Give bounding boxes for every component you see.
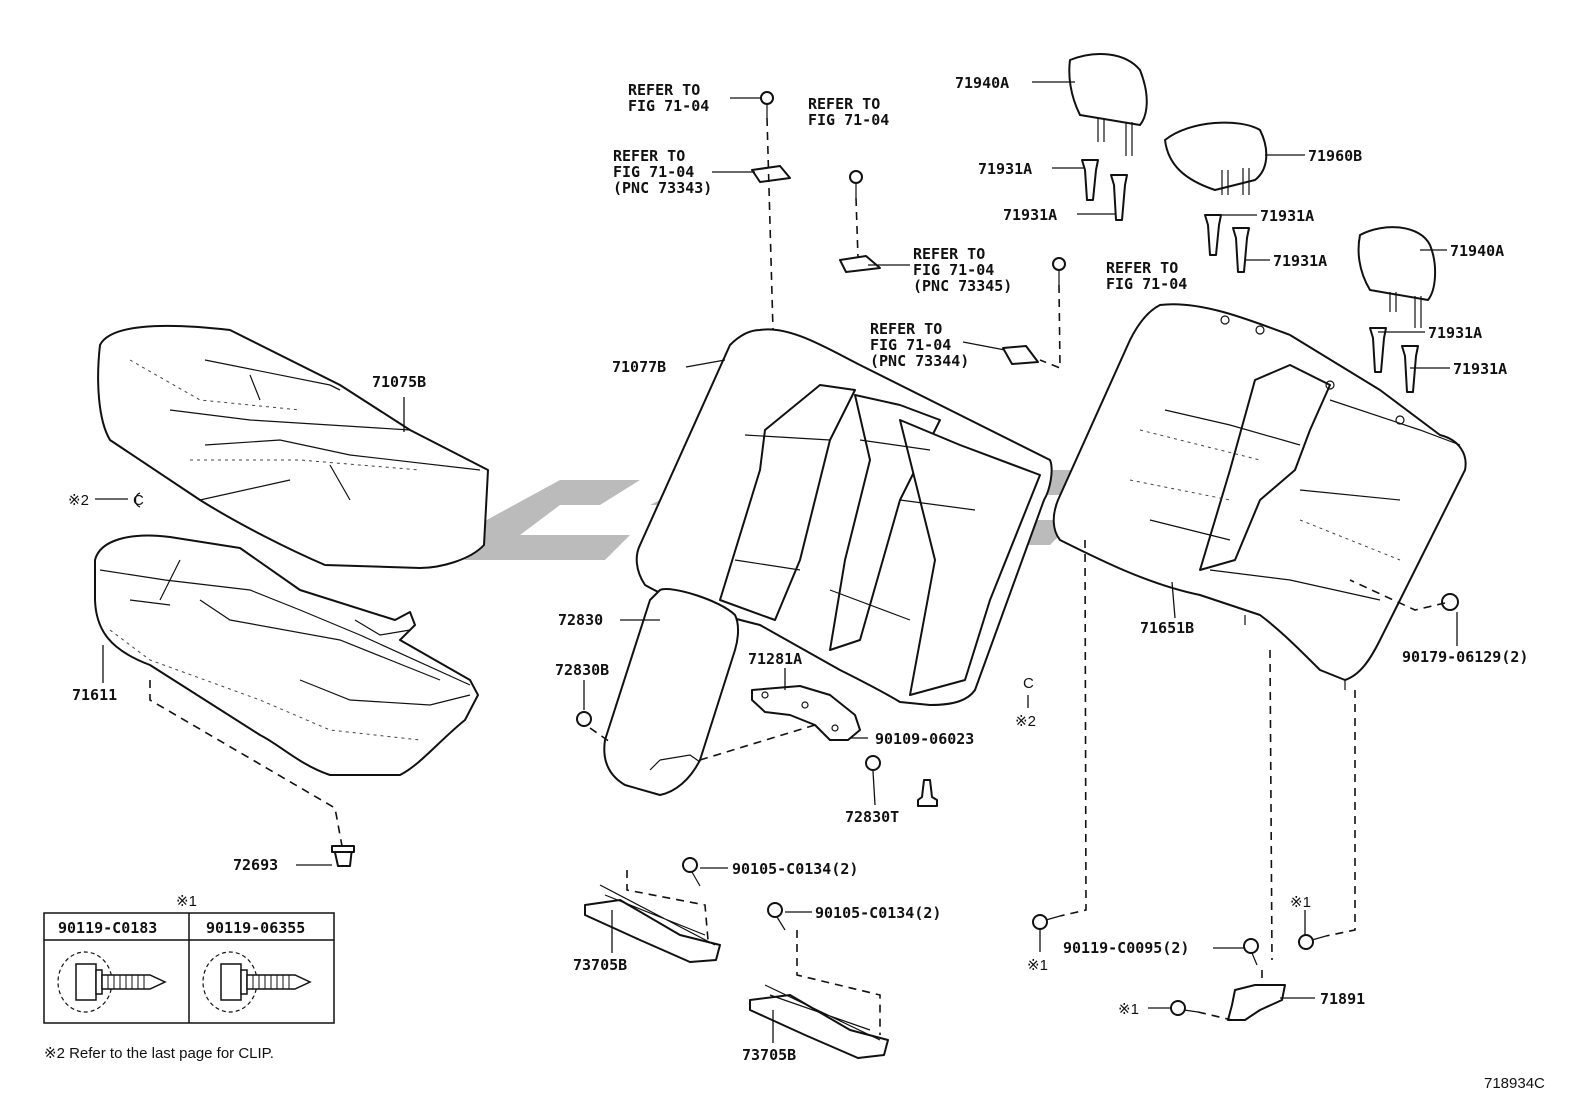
label-71931A-2: 71931A	[1003, 206, 1057, 224]
refer-2-line3: (PNC 73343)	[613, 179, 712, 197]
mark-1-c: ※1	[1118, 1001, 1139, 1018]
refer-4-line2: FIG 71-04	[913, 261, 994, 279]
flange-bolt-icon-1	[57, 951, 167, 1013]
assembly-lines	[149, 117, 1446, 1035]
label-71891: 71891	[1320, 990, 1365, 1008]
clip-symbol	[134, 492, 141, 508]
label-73705B-2: 73705B	[742, 1046, 796, 1064]
refer-3-line2: FIG 71-04	[808, 111, 889, 129]
legend-col2: 90119-06355	[206, 919, 305, 937]
mark-2-mid: ※2	[1015, 713, 1036, 730]
refer-6-line3: (PNC 73344)	[870, 352, 969, 370]
label-90179-06129: 90179-06129(2)	[1402, 648, 1528, 666]
figure-id: 718934C	[1484, 1075, 1545, 1092]
label-71940A-left: 71940A	[955, 74, 1009, 92]
refer-6-line1: REFER TO	[870, 320, 942, 338]
label-71281A: 71281A	[748, 650, 802, 668]
leader-lines	[95, 81, 1458, 1043]
label-71940A-right: 71940A	[1450, 242, 1504, 260]
seatback-frame	[1052, 303, 1467, 690]
mark-1-a: ※1	[1027, 957, 1048, 974]
label-72830B: 72830B	[555, 661, 609, 679]
striker-71891	[1227, 984, 1286, 1021]
seat-cushion-pad	[94, 534, 479, 776]
refer-labels: REFER TO FIG 71-04 REFER TO FIG 71-04 (P…	[613, 81, 1187, 370]
label-73705B-1: 73705B	[573, 956, 627, 974]
mark-2-top: ※2	[68, 492, 89, 509]
refer-4-line3: (PNC 73345)	[913, 277, 1012, 295]
label-71931A-4: 71931A	[1273, 252, 1327, 270]
bolt-legend-table: ※1 90119-C0183 90119-06355	[43, 893, 335, 1024]
belt-anchor-set	[751, 165, 1039, 365]
refer-2-line1: REFER TO	[613, 147, 685, 165]
refer-2-line2: FIG 71-04	[613, 163, 694, 181]
refer-5-line1: REFER TO	[1106, 259, 1178, 277]
refer-4-line1: REFER TO	[913, 245, 985, 263]
footnote: ※2 Refer to the last page for CLIP.	[44, 1045, 274, 1062]
clip-c-1: C	[133, 492, 144, 509]
refer-5-line2: FIG 71-04	[1106, 275, 1187, 293]
label-71931A-5: 71931A	[1428, 324, 1482, 342]
seat-cushion-cover	[97, 324, 489, 569]
label-71075B: 71075B	[372, 373, 426, 391]
armrest-hinge-bracket	[751, 685, 861, 741]
label-90109-06023: 90109-06023	[875, 730, 974, 748]
part-labels: 71940A 71960B 71931A 71931A 71931A 71931…	[72, 74, 1528, 1064]
label-71960B: 71960B	[1308, 147, 1362, 165]
label-71931A-6: 71931A	[1453, 360, 1507, 378]
headrest-support-set	[1081, 159, 1419, 393]
flange-bolt-icon-2	[202, 951, 312, 1013]
mark-1-b: ※1	[1290, 894, 1311, 911]
headrest-left	[1068, 53, 1148, 156]
refer-3-line1: REFER TO	[808, 95, 880, 113]
label-71931A-1: 71931A	[978, 160, 1032, 178]
reference-marks: ※2 C C ※2 ※1 ※1 ※1	[68, 492, 1311, 1018]
refer-6-line2: FIG 71-04	[870, 336, 951, 354]
seatback-cover	[635, 328, 1053, 706]
label-90105-C0134-2: 90105-C0134(2)	[815, 904, 941, 922]
label-71931A-3: 71931A	[1260, 207, 1314, 225]
legend-col1: 90119-C0183	[58, 919, 157, 937]
label-71611: 71611	[72, 686, 117, 704]
label-72693: 72693	[233, 856, 278, 874]
label-72830: 72830	[558, 611, 603, 629]
label-71651B: 71651B	[1140, 619, 1194, 637]
label-71077B: 71077B	[612, 358, 666, 376]
clip-c-2: C	[1023, 675, 1034, 692]
headrest-center	[1164, 121, 1268, 195]
refer-1-line1: REFER TO	[628, 81, 700, 99]
headrest-right	[1357, 226, 1436, 328]
refer-1-line2: FIG 71-04	[628, 97, 709, 115]
seat-hinge-upper	[584, 884, 721, 963]
legend-marker: ※1	[176, 893, 197, 910]
label-72830T: 72830T	[845, 808, 899, 826]
label-90105-C0134-1: 90105-C0134(2)	[732, 860, 858, 878]
label-90119-C0095: 90119-C0095(2)	[1063, 939, 1189, 957]
seat-hinge-lower	[749, 984, 889, 1059]
